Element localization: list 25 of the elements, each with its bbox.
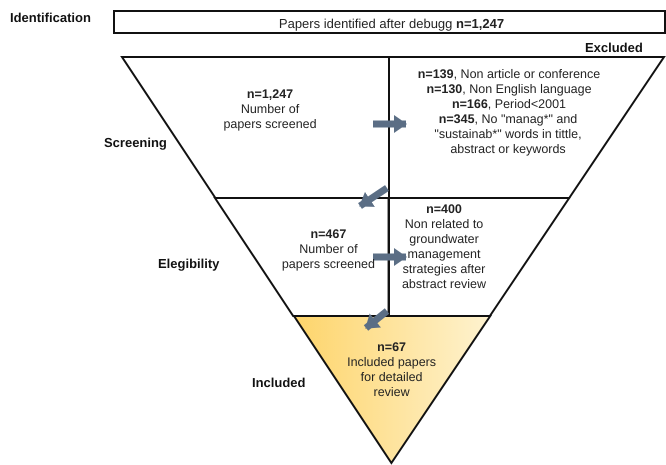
stage-text: n=345, No "manag*" and "sustainab*" words in tittle, abstract or keywords: [433, 112, 583, 157]
stage-label: Identification: [10, 10, 91, 25]
elegibility-exclusion: [389, 198, 570, 316]
stage-text: n=130, Non English language: [425, 82, 593, 97]
stage-text: Included papers for detailed review: [346, 355, 438, 400]
block-arrow: [373, 248, 407, 266]
block-arrow: [358, 185, 389, 209]
count-text: n=1,247: [246, 87, 294, 102]
stage-label: Elegibility: [158, 256, 220, 271]
count-text: n=67: [376, 340, 408, 355]
screening-exclusion: [389, 57, 664, 198]
count-text: n=467: [310, 227, 348, 242]
stage-label: Included: [252, 375, 306, 390]
stage-label: Screening: [104, 135, 167, 150]
stage-text: n=166, Period<2001: [451, 97, 567, 112]
stage-text: Papers identified after debugg n=1,247: [278, 16, 506, 31]
identification-box: [113, 10, 666, 34]
stage-text: Number of papers screened: [222, 102, 318, 132]
column-heading: Excluded: [585, 40, 643, 55]
block-arrow: [364, 308, 390, 331]
stage-text: Non related to groundwater management strategies after abstract review: [400, 217, 488, 292]
stage-text: Number of papers screened: [280, 242, 376, 272]
count-text: n=400: [425, 202, 463, 217]
block-arrow: [373, 115, 407, 133]
stage-text: n=139, Non article or conference: [416, 67, 602, 82]
